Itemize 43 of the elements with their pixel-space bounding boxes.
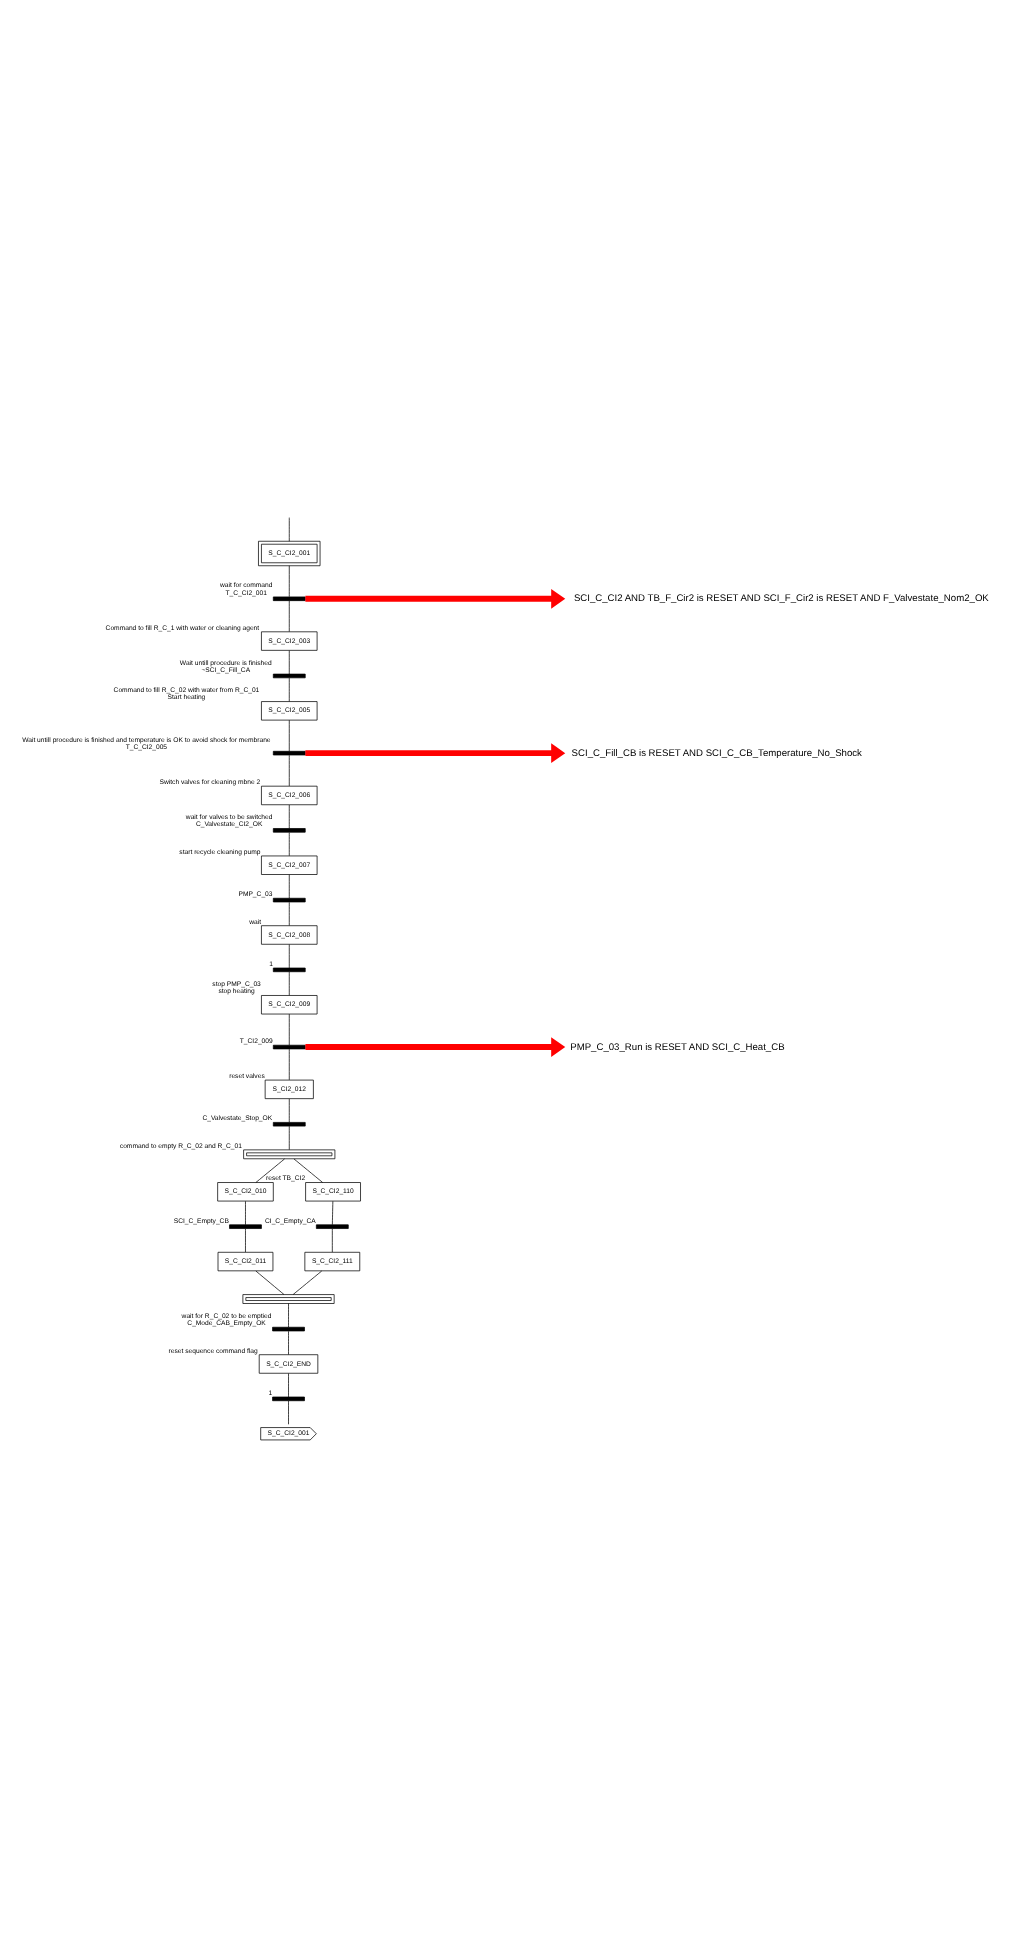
connector bbox=[245, 1228, 246, 1253]
connector bbox=[331, 1200, 334, 1226]
connector bbox=[293, 1158, 323, 1183]
connector bbox=[288, 1098, 290, 1123]
arrow bbox=[305, 1037, 566, 1057]
connector bbox=[288, 1013, 290, 1046]
connector bbox=[288, 1373, 289, 1398]
connector bbox=[288, 754, 290, 787]
connector bbox=[288, 1048, 290, 1081]
node-bar bbox=[272, 1396, 305, 1402]
connector bbox=[288, 677, 290, 702]
connector bbox=[288, 565, 290, 598]
connector bbox=[288, 832, 290, 857]
node-bar bbox=[272, 1044, 306, 1050]
node-bar bbox=[272, 750, 306, 756]
node-bar bbox=[316, 1224, 349, 1229]
arrow bbox=[305, 743, 566, 764]
connector bbox=[288, 1125, 290, 1151]
connector bbox=[288, 971, 290, 996]
connector bbox=[288, 1330, 289, 1355]
node-bar bbox=[272, 673, 306, 679]
node-bar bbox=[272, 1326, 305, 1332]
connector bbox=[288, 1400, 289, 1425]
connector bbox=[255, 1270, 285, 1295]
connector bbox=[331, 1228, 333, 1253]
node-bar bbox=[229, 1224, 262, 1229]
connector bbox=[288, 1303, 289, 1328]
connector bbox=[292, 1270, 323, 1295]
connector bbox=[288, 719, 290, 752]
connector bbox=[245, 1200, 246, 1226]
connector bbox=[288, 804, 290, 829]
connector bbox=[288, 944, 290, 969]
node-bar bbox=[272, 596, 306, 601]
arrow bbox=[305, 588, 566, 609]
connector bbox=[288, 650, 290, 675]
connector bbox=[288, 901, 290, 926]
connector bbox=[255, 1158, 285, 1183]
node-bar bbox=[272, 967, 306, 973]
node-bar bbox=[272, 897, 306, 903]
connector bbox=[288, 600, 290, 632]
node-bar bbox=[272, 828, 306, 833]
connector bbox=[288, 874, 290, 899]
node-bar bbox=[272, 1122, 306, 1127]
